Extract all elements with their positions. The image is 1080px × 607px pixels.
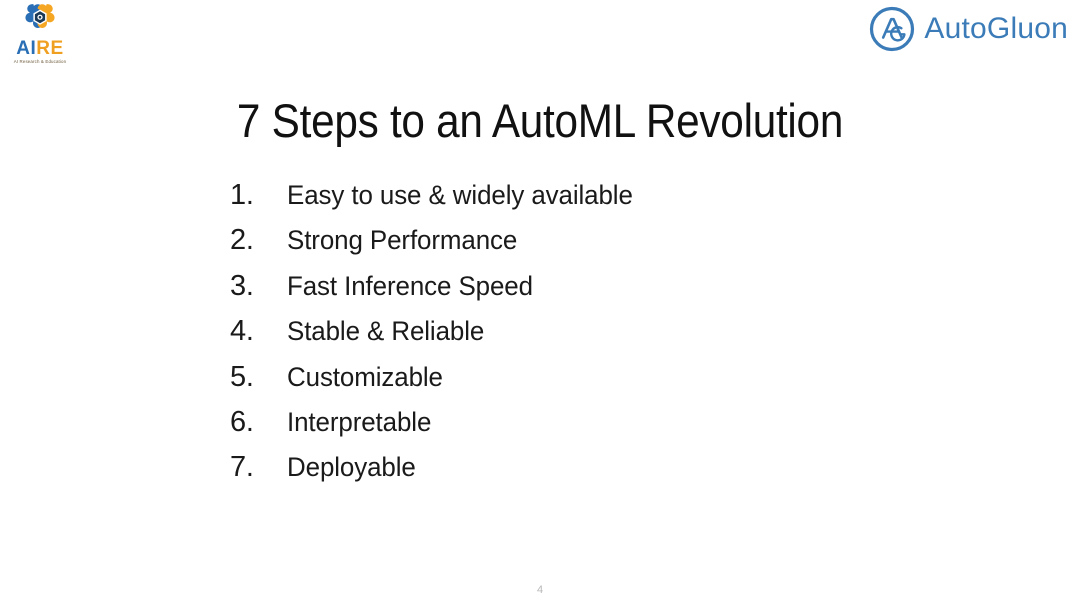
list-item: 2. Strong Performance xyxy=(230,223,930,268)
autogluon-monogram-icon xyxy=(869,6,915,52)
list-item-number: 4. xyxy=(230,315,254,348)
aire-wordmark: AIRE xyxy=(4,39,76,58)
list-item-label: Fast Inference Speed xyxy=(287,270,533,301)
list-item-number: 5. xyxy=(230,360,254,393)
list-item: 1. Easy to use & widely available xyxy=(230,178,930,223)
aire-subtitle: AI Research & Education xyxy=(13,59,67,64)
list-item-label: Deployable xyxy=(287,452,416,483)
list-item: 5. Customizable xyxy=(230,360,930,405)
aire-logo: AIRE AI Research & Education xyxy=(4,2,76,68)
aire-flower-icon xyxy=(20,2,60,38)
page-number: 4 xyxy=(536,584,544,596)
aire-wordmark-re: RE xyxy=(36,38,64,59)
autogluon-logo: AutoGluon xyxy=(869,6,1068,52)
list-item: 4. Stable & Reliable xyxy=(230,314,930,359)
list-item-number: 3. xyxy=(230,269,254,302)
list-item: 3. Fast Inference Speed xyxy=(230,269,930,314)
list-item-number: 2. xyxy=(230,224,254,257)
list-item-label: Easy to use & widely available xyxy=(287,180,633,210)
list-item-label: Strong Performance xyxy=(287,225,518,256)
list-item-label: Stable & Reliable xyxy=(287,316,485,347)
steps-list: 1. Easy to use & widely available 2. Str… xyxy=(190,178,930,496)
list-item-label: Customizable xyxy=(287,361,443,392)
list-item-number: 1. xyxy=(230,179,254,211)
page-title: 7 Steps to an AutoML Revolution xyxy=(236,94,844,148)
list-item-label: Interpretable xyxy=(287,406,432,437)
list-item-number: 6. xyxy=(230,405,254,438)
list-item: 6. Interpretable xyxy=(230,405,930,450)
autogluon-wordmark: AutoGluon xyxy=(924,12,1068,45)
list-item-number: 7. xyxy=(230,451,254,484)
list-item: 7. Deployable xyxy=(230,450,930,495)
aire-wordmark-ai: AI xyxy=(16,38,37,59)
